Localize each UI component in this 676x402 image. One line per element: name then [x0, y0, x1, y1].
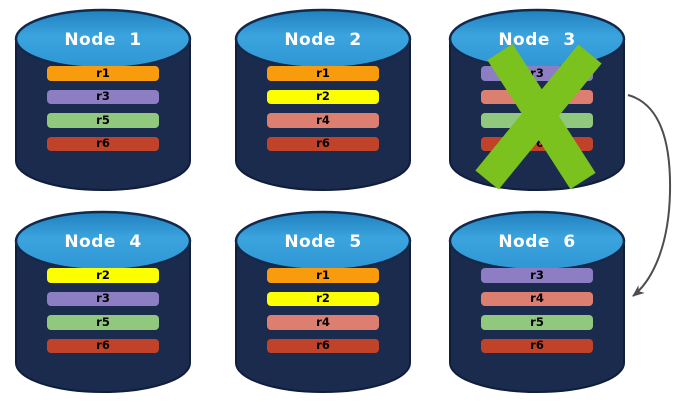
replica-list: r1 r2 r4 r6	[234, 8, 412, 192]
replica-bar-r6: r6	[267, 338, 379, 353]
replica-bar-r2: r2	[267, 291, 379, 306]
replica-list: r3 r4 r5 r6	[448, 210, 626, 394]
replica-list: r2 r3 r5 r6	[14, 210, 192, 394]
node-5: Node 5 r1 r2 r4 r6	[234, 210, 412, 394]
replica-bar-r6: r6	[481, 338, 593, 353]
node-1: Node 1 r1 r3 r5 r6	[14, 8, 192, 192]
node-2: Node 2 r1 r2 r4 r6	[234, 8, 412, 192]
replica-bar-r4: r4	[481, 291, 593, 306]
replica-bar-r2: r2	[267, 89, 379, 104]
node-6: Node 6 r3 r4 r5 r6	[448, 210, 626, 394]
replica-bar-r5: r5	[47, 113, 159, 128]
node-title: Node 2	[284, 30, 362, 50]
replica-bar-r1: r1	[267, 66, 379, 81]
replica-bar-r3: r3	[481, 268, 593, 283]
replica-bar-r4: r4	[267, 113, 379, 128]
node-title: Node 1	[64, 30, 142, 50]
failure-x-icon	[475, 43, 602, 190]
node-4: Node 4 r2 r3 r5 r6	[14, 210, 192, 394]
replica-bar-r2: r2	[47, 268, 159, 283]
replica-list: r1 r2 r4 r6	[234, 210, 412, 394]
node-title: Node 4	[64, 232, 142, 252]
replica-bar-r1: r1	[267, 268, 379, 283]
replica-bar-r4: r4	[267, 315, 379, 330]
replica-bar-r5: r5	[47, 315, 159, 330]
replica-bar-r1: r1	[47, 66, 159, 81]
replica-bar-r5: r5	[481, 315, 593, 330]
replica-bar-r3: r3	[47, 291, 159, 306]
replica-bar-r6: r6	[267, 136, 379, 151]
replica-list: r1 r3 r5 r6	[14, 8, 192, 192]
replica-bar-r6: r6	[47, 136, 159, 151]
node-title: Node 5	[284, 232, 362, 252]
node-title: Node 6	[498, 232, 576, 252]
replica-bar-r3: r3	[47, 89, 159, 104]
replica-bar-r6: r6	[47, 338, 159, 353]
